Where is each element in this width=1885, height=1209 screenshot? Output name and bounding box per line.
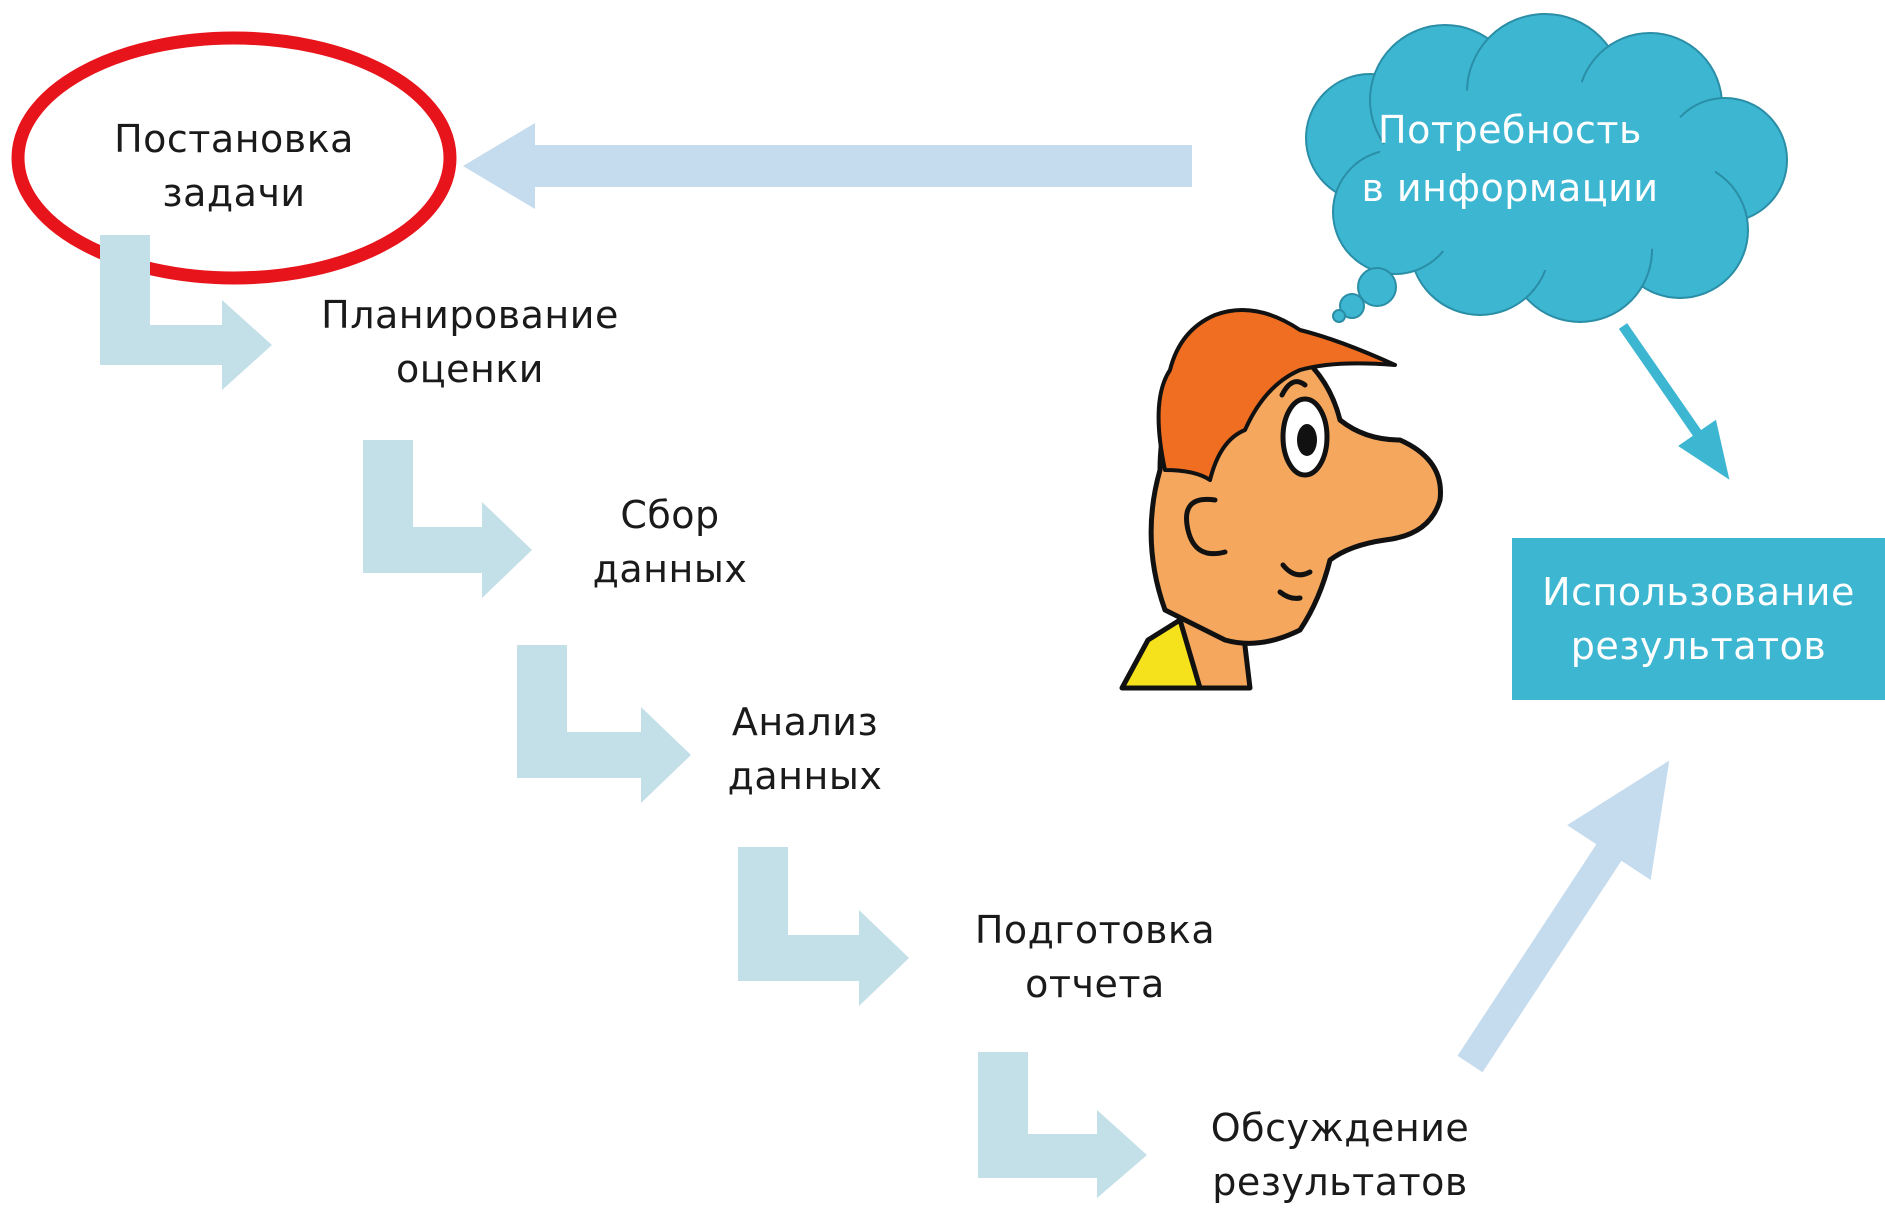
- cartoon-man: [1119, 308, 1443, 691]
- step-label-line2: отчета: [1025, 962, 1165, 1006]
- cloud-label-line2: в информации: [1361, 166, 1659, 210]
- step-arrow-5: [978, 1052, 1147, 1198]
- step-label-line1: Обсуждение: [1210, 1106, 1470, 1150]
- feedback-arrow-left: [463, 123, 1192, 209]
- step-results-discussion: Обсуждение результатов: [1180, 1101, 1500, 1209]
- step-label-line2: результатов: [1212, 1160, 1468, 1204]
- step-label-line1: Сбор: [620, 493, 720, 537]
- step-evaluation-planning: Планирование оценки: [300, 288, 640, 396]
- step-label-line1: Анализ: [731, 700, 879, 744]
- step-label-line2: данных: [727, 754, 883, 798]
- step-label-line2: данных: [592, 547, 748, 591]
- step-task-definition: Постановка задачи: [104, 112, 364, 220]
- use-results-line1: Использование: [1542, 570, 1855, 614]
- step-data-collection: Сбор данных: [560, 488, 780, 596]
- step-label-line1: Постановка: [114, 117, 354, 161]
- step-arrows: [100, 235, 1147, 1198]
- thought-cloud: [1305, 13, 1788, 323]
- step-arrow-4: [738, 847, 909, 1006]
- teal-arrow: [1618, 323, 1730, 480]
- step-label-line1: Подготовка: [974, 908, 1216, 952]
- step-arrow-3: [517, 645, 691, 803]
- highlight-ellipse: [11, 31, 457, 285]
- use-results-line2: результатов: [1570, 624, 1827, 668]
- step-label-line2: оценки: [396, 347, 544, 391]
- step-label-line1: Планирование: [321, 293, 619, 337]
- cloud-label-line1: Потребность: [1378, 108, 1642, 152]
- feedback-arrow-diagonal: [1457, 760, 1670, 1073]
- step-arrow-1: [100, 235, 272, 390]
- cloud-label: Потребность в информации: [1340, 101, 1680, 217]
- step-report-preparation: Подготовка отчета: [950, 903, 1240, 1011]
- use-results-box: Использование результатов: [1512, 538, 1885, 700]
- step-data-analysis: Анализ данных: [695, 695, 915, 803]
- use-results-box-bg: [1512, 538, 1885, 700]
- step-label-line2: задачи: [162, 171, 306, 215]
- step-arrow-2: [363, 440, 532, 598]
